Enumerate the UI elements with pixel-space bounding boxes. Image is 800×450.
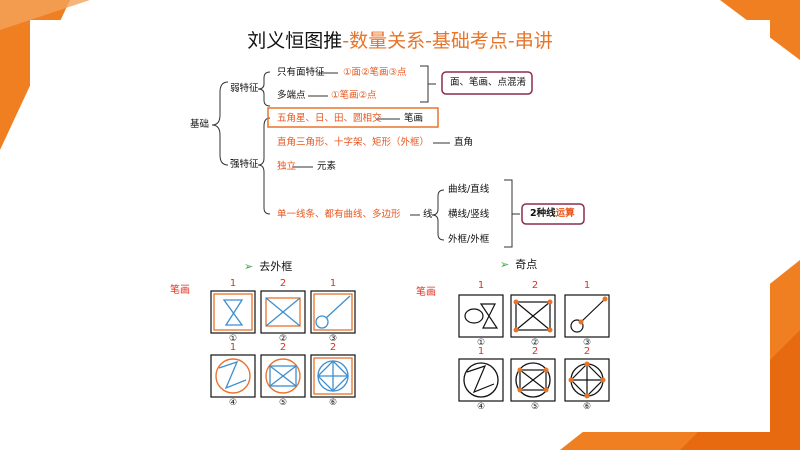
left-bottom-caption-2: ⑤ [278, 398, 288, 408]
right-top-caption-3: ③ [582, 338, 592, 348]
right-bottom-number-2: 2 [531, 346, 539, 357]
left-top-caption-2: ② [278, 334, 288, 344]
right-top-caption-1: ① [476, 338, 486, 348]
strong-row3-result: 元素 [317, 161, 337, 172]
strong-row1-value: 五角星、日、田、圆相交 [277, 113, 382, 124]
line-item-3: 外框/外框 [448, 234, 490, 245]
left-top-number-1: 1 [229, 278, 237, 289]
line-operation-label: 2种线运算 [530, 208, 575, 220]
left-bottom-number-2: 2 [279, 342, 287, 353]
slide-panel [30, 20, 770, 432]
line-item-1: 曲线/直线 [448, 184, 490, 195]
left-top-caption-3: ③ [328, 334, 338, 344]
page-title: 刘义恒图推-数量关系-基础考点-串讲 [0, 26, 800, 53]
strong-row2-value: 直角三角形、十字架、矩形（外框） [277, 137, 430, 148]
strong-row1-result: 笔画 [404, 113, 424, 124]
line-item-2: 横线/竖线 [448, 209, 490, 220]
line-operation-prefix: 2种线 [530, 208, 556, 219]
line-operation-highlight: 运算 [555, 208, 575, 219]
left-bottom-number-1: 1 [229, 342, 237, 353]
weak-feature-label: 弱特征 [230, 83, 259, 94]
left-bottom-number-3: 2 [329, 342, 337, 353]
arrow-icon: ➢ [500, 258, 510, 271]
left-row-label: 笔画 [170, 285, 190, 296]
left-top-number-2: 2 [279, 278, 287, 289]
right-top-number-3: 1 [583, 280, 591, 291]
strong-row3-value: 独立 [277, 161, 297, 172]
weak-row2-value: ①笔画②点 [331, 90, 377, 101]
strong-row4-result: 线 [423, 209, 433, 220]
title-main: 刘义恒图推 [247, 30, 343, 52]
strong-feature-label: 强特征 [230, 159, 259, 170]
left-top-number-3: 1 [329, 278, 337, 289]
section-right-heading: ➢奇点 [500, 258, 538, 271]
weak-note: 面、笔画、点混淆 [450, 77, 527, 88]
tree-root: 基础 [190, 119, 210, 130]
left-bottom-caption-1: ④ [228, 398, 238, 408]
arrow-icon: ➢ [244, 260, 254, 273]
weak-row1-value: ①面②笔画③点 [343, 67, 407, 78]
right-bottom-number-1: 1 [477, 346, 485, 357]
right-bottom-caption-1: ④ [476, 402, 486, 412]
right-bottom-caption-2: ⑤ [530, 402, 540, 412]
right-row-label: 笔画 [416, 287, 436, 298]
right-top-caption-2: ② [530, 338, 540, 348]
weak-row2-text: 多端点 [277, 90, 306, 101]
strong-row4-value: 单一线条、都有曲线、多边形 [277, 209, 401, 220]
title-sub: -数量关系-基础考点-串讲 [342, 30, 553, 52]
section-left-heading: ➢去外框 [244, 260, 293, 273]
right-bottom-caption-3: ⑥ [582, 402, 592, 412]
right-top-number-2: 2 [531, 280, 539, 291]
left-top-caption-1: ① [228, 334, 238, 344]
left-bottom-caption-3: ⑥ [328, 398, 338, 408]
right-top-number-1: 1 [477, 280, 485, 291]
right-bottom-number-3: 2 [583, 346, 591, 357]
strong-row2-result: 直角 [454, 137, 474, 148]
weak-row1-text: 只有面特征 [277, 67, 325, 78]
